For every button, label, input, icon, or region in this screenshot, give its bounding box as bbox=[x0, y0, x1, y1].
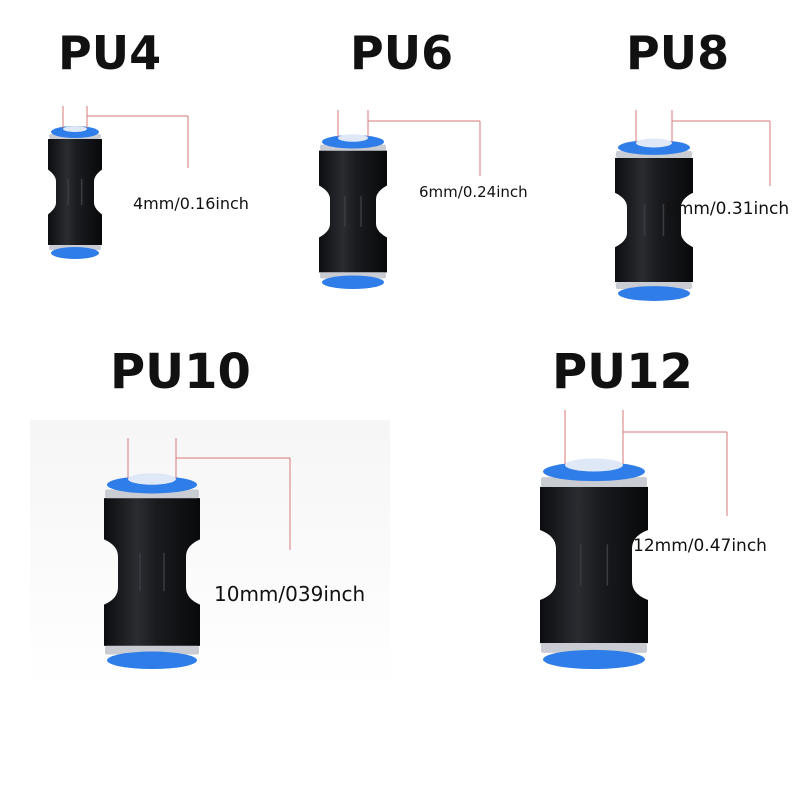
fitting-panel-pu6: PU6 6mm/0.24inch bbox=[280, 0, 560, 310]
fitting-photo-icon bbox=[48, 106, 189, 259]
bottom-release-ring bbox=[107, 651, 197, 669]
fitting-panel-pu10: PU10 10mm/039inch bbox=[0, 320, 420, 700]
fitting-photo-icon bbox=[104, 438, 291, 669]
dimension-label: 8mm/0.31inch bbox=[666, 199, 790, 219]
top-release-ring bbox=[322, 135, 384, 149]
bottom-release-ring bbox=[51, 247, 99, 259]
bottom-collar bbox=[541, 643, 647, 653]
bottom-collar bbox=[105, 645, 199, 655]
fitting-body bbox=[48, 139, 102, 245]
fitting-panel-pu8: PU8 8mm/0.31inch bbox=[560, 0, 800, 320]
fitting-photo-icon bbox=[540, 410, 728, 669]
fitting-title: PU8 bbox=[626, 26, 730, 80]
top-bore bbox=[128, 473, 176, 485]
fitting-title: PU12 bbox=[552, 344, 693, 400]
top-bore bbox=[565, 458, 623, 472]
fitting-photo-icon bbox=[319, 110, 481, 289]
photo-background bbox=[30, 420, 390, 690]
dimension-label: 4mm/0.16inch bbox=[133, 194, 249, 213]
top-bore bbox=[338, 134, 368, 142]
bottom-release-ring bbox=[618, 286, 690, 301]
fitting-body bbox=[319, 150, 387, 273]
fitting-panel-pu12: PU12 12mm/0.47inch bbox=[440, 320, 800, 700]
bottom-release-ring bbox=[322, 275, 384, 289]
fitting-body bbox=[540, 486, 648, 644]
dimension-label: 6mm/0.24inch bbox=[419, 183, 528, 201]
fitting-body bbox=[104, 498, 200, 646]
bottom-release-ring bbox=[543, 649, 645, 669]
dimension-label: 12mm/0.47inch bbox=[633, 536, 767, 556]
top-bore bbox=[63, 126, 87, 132]
fitting-title: PU10 bbox=[110, 344, 251, 400]
fitting-title: PU6 bbox=[350, 26, 454, 80]
fitting-title: PU4 bbox=[58, 26, 162, 80]
fitting-body bbox=[615, 157, 693, 283]
dimension-label: 10mm/039inch bbox=[214, 582, 366, 606]
fitting-photo-icon bbox=[615, 110, 771, 301]
fitting-panel-pu4: PU4 4mm/0.16inch bbox=[0, 0, 280, 300]
top-bore bbox=[636, 138, 672, 148]
